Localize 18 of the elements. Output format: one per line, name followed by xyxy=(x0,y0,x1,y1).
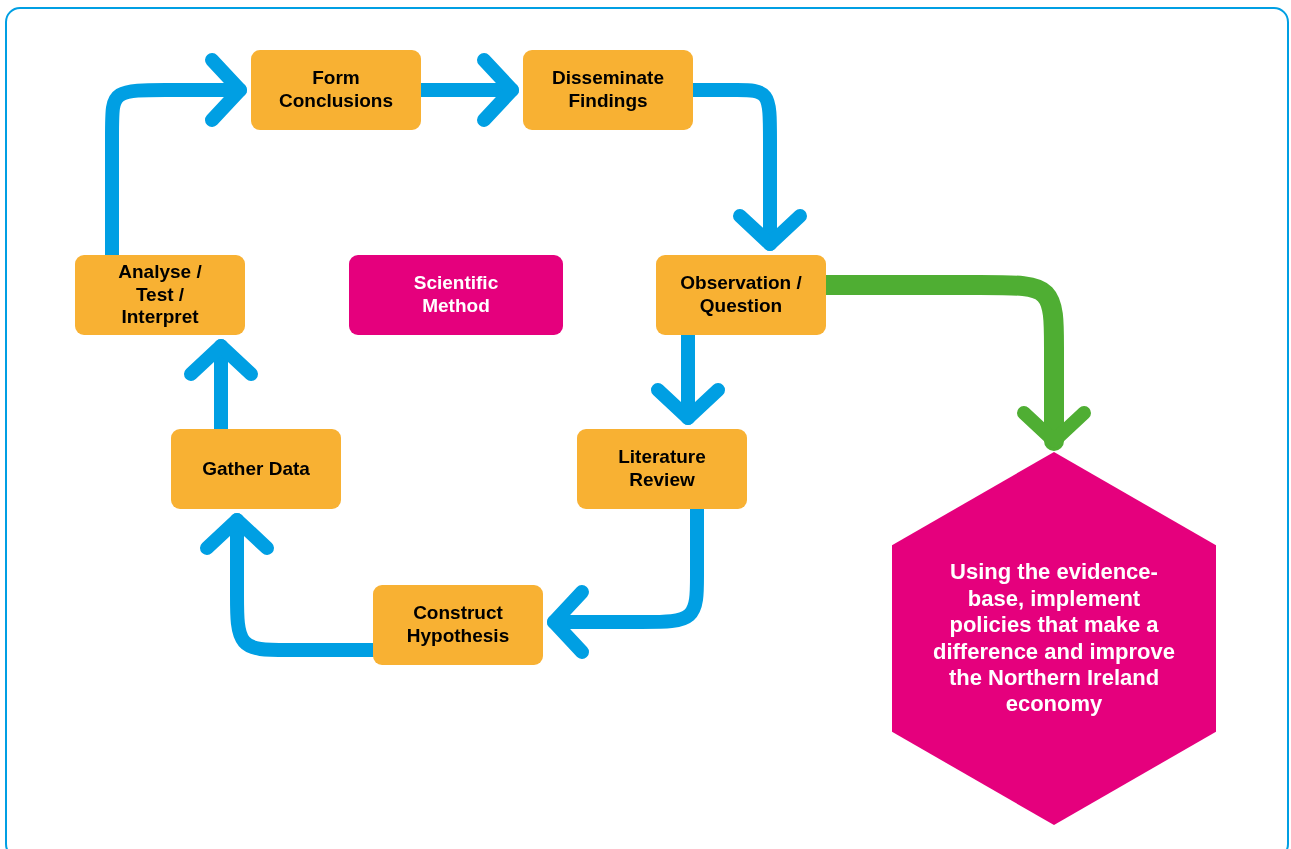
process-box xyxy=(577,429,747,509)
node-label: Observation / Question xyxy=(679,272,803,318)
node-label: Construct Hypothesis xyxy=(405,602,511,648)
process-box xyxy=(373,585,543,665)
process-box xyxy=(523,50,693,130)
node-label: Scientific Method xyxy=(412,272,500,318)
process-box xyxy=(75,255,245,335)
node-label: Analyse / Test / Interpret xyxy=(117,260,203,330)
node-label: Gather Data xyxy=(201,457,311,481)
node-label: Using the evidence-base, implement policies that make a difference and improve the Northern Ireland economy xyxy=(931,559,1177,718)
node-label: Disseminate Findings xyxy=(551,67,665,113)
process-box xyxy=(171,429,341,509)
process-box xyxy=(656,255,826,335)
title-box xyxy=(349,255,563,335)
node-label: Literature Review xyxy=(617,446,707,492)
node-label: Form Conclusions xyxy=(278,67,394,113)
process-box xyxy=(251,50,421,130)
hexagon xyxy=(892,452,1216,825)
